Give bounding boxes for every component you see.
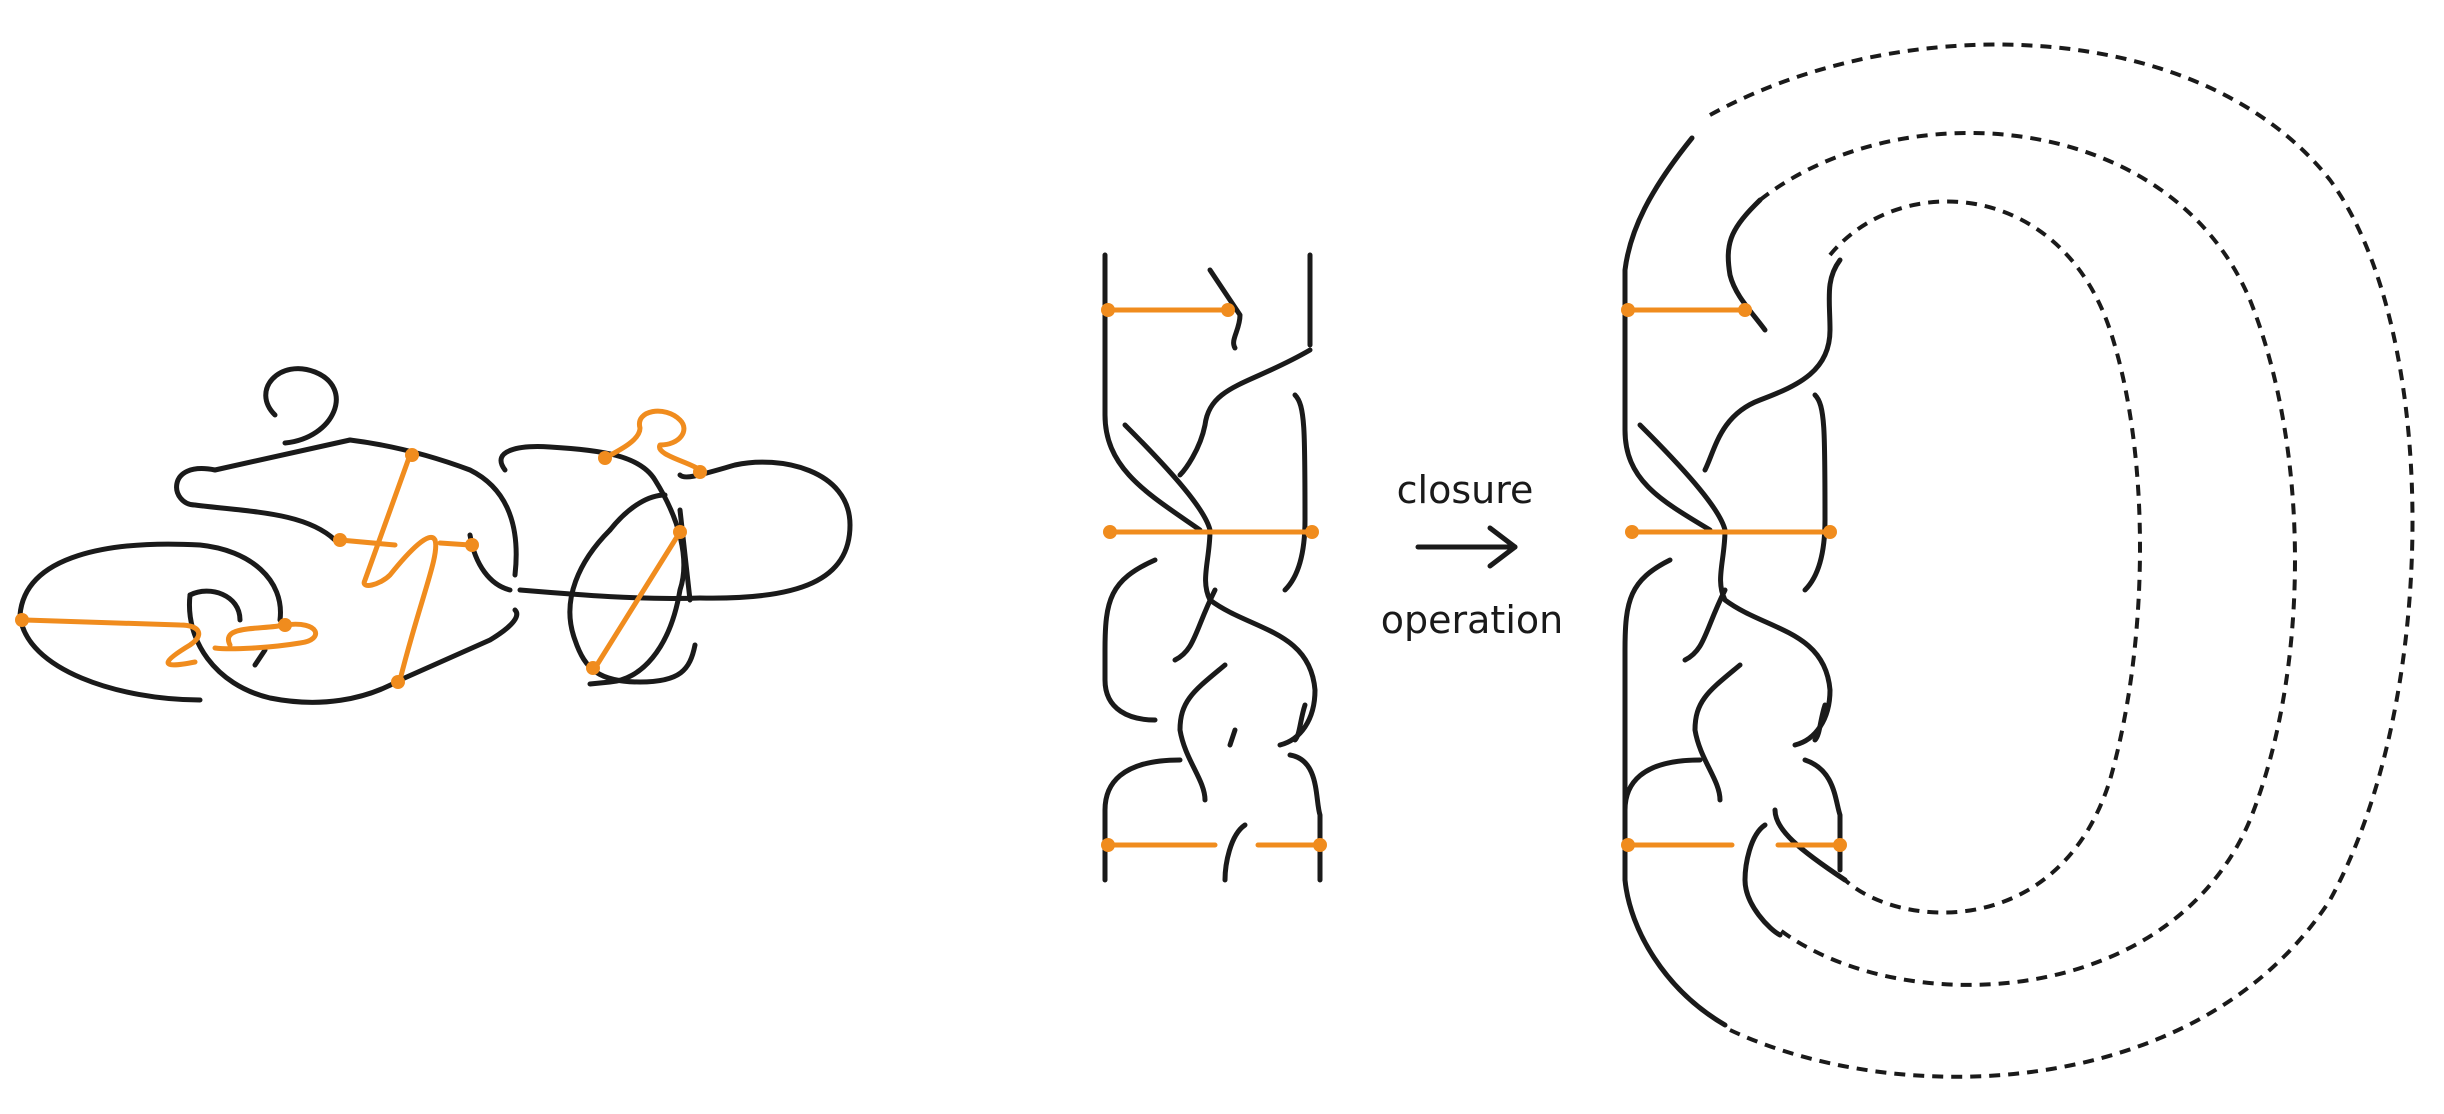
operation-label-line2: operation xyxy=(1381,598,1563,642)
closure-operation-label: closure operation xyxy=(1381,468,1563,642)
closed-braid xyxy=(1621,42,2415,1079)
tangled-knot xyxy=(15,366,853,705)
operation-label-line1: closure xyxy=(1397,468,1534,512)
closure-arc-outer xyxy=(1709,42,2415,1079)
braid xyxy=(1101,252,1327,883)
closure-arc-middle xyxy=(1758,131,2297,987)
long-right-arrow-icon xyxy=(1415,525,1518,569)
closure-arc-inner xyxy=(1828,199,2142,915)
